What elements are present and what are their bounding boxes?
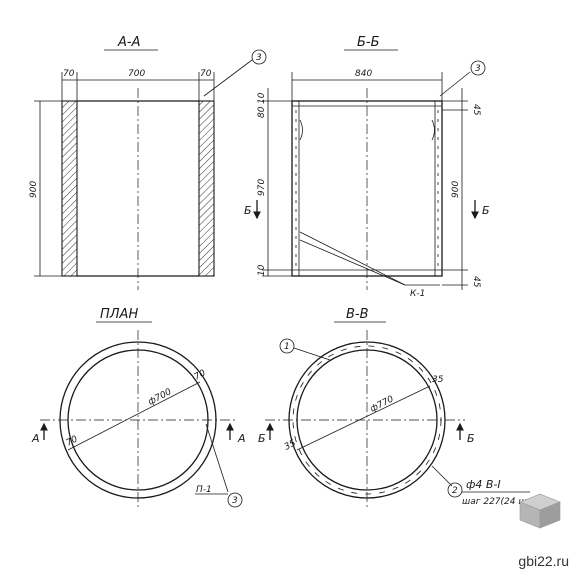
section-vv-callout2-leader	[431, 465, 453, 487]
callout-3-aa-label: 3	[256, 53, 262, 63]
plan-dim-wall: 70	[193, 368, 208, 382]
section-aa-dim-inner: 700	[128, 69, 145, 79]
plan-arrow-right-label: А	[237, 432, 246, 445]
watermark-logo-icon	[519, 493, 561, 529]
plan-title: ПЛАН	[100, 307, 138, 322]
section-bb-arrow-left-label: Б	[244, 204, 252, 217]
callout-2-label: 2	[452, 486, 458, 496]
section-vv-dim-diameter: ф770	[369, 394, 396, 414]
section-aa-right-wall	[198, 100, 215, 277]
section-vv-dim-right: 35	[432, 375, 444, 385]
section-bb-callout-leader	[439, 71, 471, 97]
plan-dim-wall-small: 70	[65, 434, 80, 448]
section-bb-dim-right-bottom: 45	[471, 276, 481, 288]
section-aa-left-wall	[61, 100, 78, 277]
section-bb-title: Б-Б	[357, 35, 380, 50]
section-aa-dim-height: 900	[29, 181, 39, 198]
section-bb-dim-right-main: 900	[451, 181, 461, 198]
section-aa-dim-wall-left: 70	[63, 69, 75, 79]
section-bb-dim-top-a: 10	[257, 92, 267, 104]
section-vv-step-label: шаг 227(24 шт.)	[462, 497, 538, 507]
section-bb-label-k1: К-1	[410, 289, 425, 299]
watermark: gbi22.ru	[518, 553, 569, 569]
callout-1	[279, 338, 295, 354]
section-vv-title: В-В	[346, 307, 369, 322]
callout-3-plan	[227, 492, 243, 508]
section-bb-k1-leader	[299, 231, 406, 286]
plan-p1-leader	[205, 423, 229, 493]
section-vv-arrow-left-label: Б	[258, 432, 266, 445]
section-bb-arrow-right-label: Б	[482, 204, 490, 217]
plan-dim-diameter: ф700	[147, 387, 174, 408]
callout-1-label: 1	[284, 342, 290, 352]
section-vv-arrow-right-label: Б	[467, 432, 475, 445]
callout-3-plan-label: 3	[232, 496, 238, 506]
section-bb-dim-left-bottom: 10	[257, 264, 267, 276]
plan-diameter-line	[67, 381, 201, 451]
section-bb-dim-top-b: 80	[257, 106, 267, 118]
plan-label-p1: П-1	[196, 485, 212, 495]
section-bb: Б-Б К-1 840 10 80 970 10	[244, 35, 490, 299]
callout-2	[447, 482, 463, 498]
section-aa-callout-leader	[203, 59, 253, 97]
plan-view: ПЛАН ф700 70 70 А А П-1 3	[31, 307, 246, 508]
callout-3-aa	[251, 49, 267, 65]
callout-3-bb	[470, 60, 486, 76]
section-vv-callout1-leader	[293, 347, 331, 361]
section-bb-dim-outer: 840	[355, 69, 372, 79]
section-vv: В-В ф770 35 35 Б Б 1 2 ф4 В-I шаг 227(24…	[258, 307, 538, 508]
section-vv-rebar-label: ф4 В-I	[466, 478, 501, 491]
section-vv-dim-left: 35	[283, 438, 298, 452]
plan-arrow-left-label: А	[31, 432, 40, 445]
section-aa-dim-wall-right: 70	[200, 69, 212, 79]
section-aa-title: А-А	[117, 35, 140, 50]
section-aa: А-А 70 700 70 900 3	[29, 35, 267, 290]
section-bb-dim-top-right: 45	[471, 104, 481, 116]
section-bb-dim-left-main: 970	[257, 179, 267, 196]
section-vv-diameter-line	[296, 385, 431, 451]
callout-3-bb-label: 3	[475, 64, 481, 74]
